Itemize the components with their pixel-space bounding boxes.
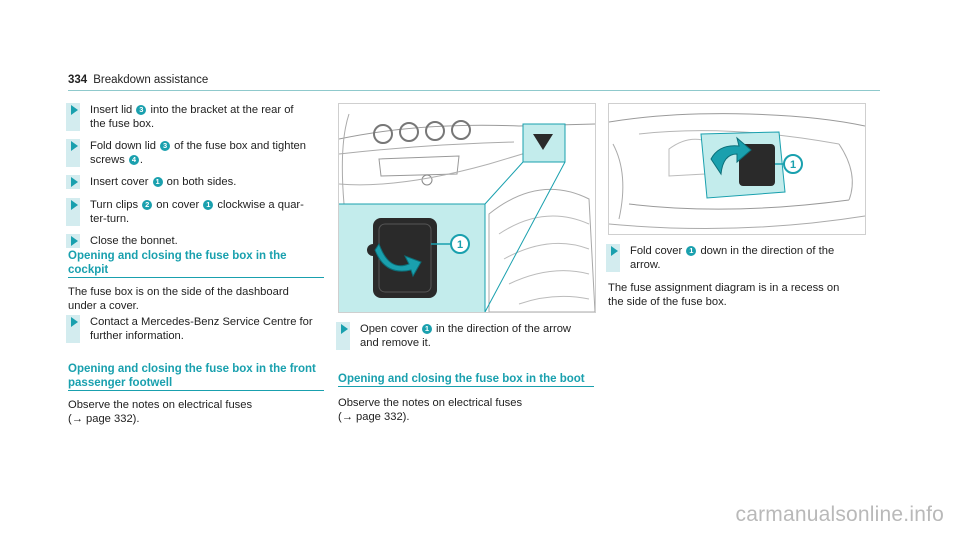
step-close-bonnet: Close the bonnet. <box>66 234 332 248</box>
step-arrow-icon <box>71 105 78 115</box>
step-fold-cover: Fold cover 1 down in the direction of th… <box>606 244 872 272</box>
callout-1: 1 <box>686 246 697 256</box>
step-contact-service: Contact a Mercedes-Benz Service Centre f… <box>66 315 332 343</box>
step-arrow-icon <box>611 246 618 256</box>
callout-3: 3 <box>136 105 147 115</box>
figure-callout-1: 1 <box>457 239 463 251</box>
callout-1: 1 <box>421 324 432 334</box>
figure-callout-1: 1 <box>790 159 796 171</box>
step-arrow-icon <box>71 236 78 246</box>
step-open-cover: Open cover 1 in the direction of the arr… <box>336 322 602 350</box>
step-arrow-icon <box>71 177 78 187</box>
heading-rule <box>68 277 324 278</box>
figure-cockpit-fuse-cover: 1 <box>338 103 596 313</box>
heading-boot: Opening and closing the fuse box in the … <box>338 373 585 385</box>
figure-boot-fuse-cover: 1 <box>608 103 866 235</box>
step-fold-down-lid: Fold down lid 3 of the fuse box and tigh… <box>66 139 332 167</box>
step-arrow-icon <box>341 324 348 334</box>
step-insert-cover: Insert cover 1 on both sides. <box>66 175 332 189</box>
callout-4: 4 <box>128 155 139 165</box>
step-insert-lid: Insert lid 3 into the bracket at the rea… <box>66 103 332 131</box>
para-cockpit: The fuse box is on the side of the dashb… <box>68 286 289 312</box>
page-header: 334 Breakdown assistance <box>68 74 208 86</box>
step-turn-clips: Turn clips 2 on cover 1 clockwise a quar… <box>66 198 332 226</box>
callout-1: 1 <box>203 200 214 210</box>
para-boot: Observe the notes on electrical fuses(→ … <box>338 397 523 423</box>
page-number: 334 <box>68 74 88 86</box>
header-rule <box>68 90 880 91</box>
para-footwell: Observe the notes on electrical fuses(→ … <box>68 399 253 425</box>
step-arrow-icon <box>71 317 78 327</box>
callout-2: 2 <box>142 200 153 210</box>
callout-3: 3 <box>160 141 171 151</box>
step-arrow-icon <box>71 200 78 210</box>
heading-footwell: Opening and closing the fuse box in the … <box>68 363 316 389</box>
callout-1: 1 <box>152 177 163 187</box>
watermark-text: carmanualsonline.info <box>735 503 944 526</box>
heading-rule <box>68 390 324 391</box>
para-fuse-diagram: The fuse assignment diagram is in a rece… <box>608 282 840 308</box>
step-arrow-icon <box>71 141 78 151</box>
heading-rule <box>338 386 594 387</box>
section-title: Breakdown assistance <box>93 74 209 86</box>
